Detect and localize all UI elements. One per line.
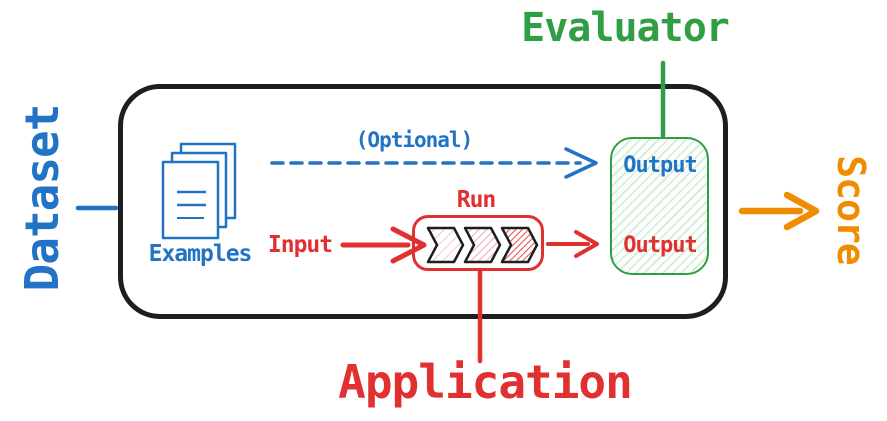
application-label: Application [338,355,633,409]
evaluator-output-label: Output [623,153,697,178]
evaluator-label: Evaluator [521,5,730,51]
run-pipeline-box [412,215,544,271]
examples-label: Examples [148,241,253,267]
run-label: Run [456,187,497,213]
dataset-label: Dataset [15,104,69,292]
app-output-label: Output [623,233,697,258]
input-label: Input [267,232,333,258]
evaluator-output-box [610,137,709,275]
score-label: Score [829,155,873,265]
score-arrow [738,191,820,231]
optional-label: (Optional) [355,128,473,152]
